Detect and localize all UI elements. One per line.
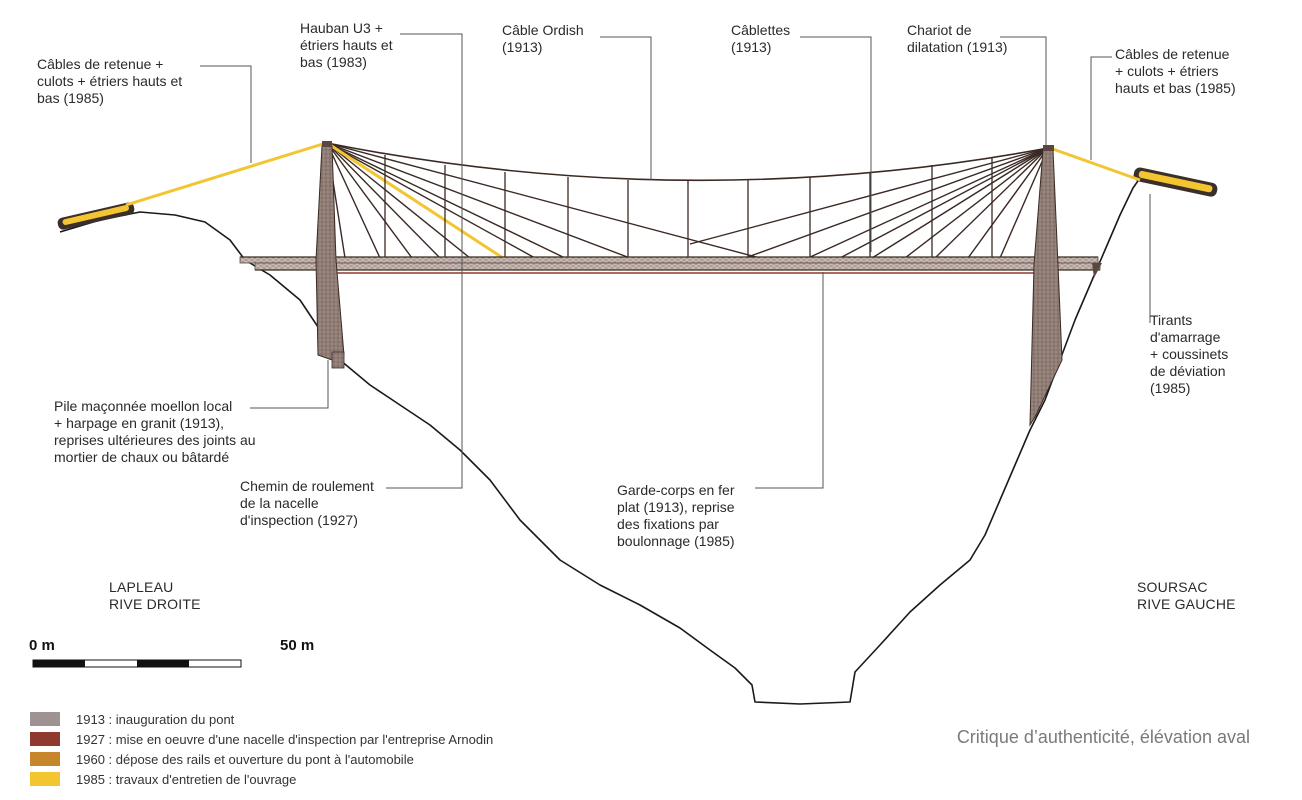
anchor-left <box>57 202 135 230</box>
legend-label: 1927 : mise en oeuvre d'une nacelle d'in… <box>76 731 494 747</box>
label-left-bank: LAPLEAU RIVE DROITE <box>109 579 201 612</box>
retaining-cable-left <box>125 141 327 207</box>
legend: 1913 : inauguration du pont 1927 : mise … <box>30 709 493 789</box>
scale-bar <box>32 659 242 668</box>
figure-caption: Critique d’authenticité, élévation aval <box>956 727 1250 747</box>
hangers <box>384 155 993 258</box>
label-right-bank: SOURSAC RIVE GAUCHE <box>1137 579 1236 612</box>
legend-item: 1985 : travaux d'entretien de l'ouvrage <box>30 769 493 789</box>
scale-end-label: 50 m <box>280 637 315 654</box>
pylon-left <box>315 141 345 369</box>
legend-swatch-1985 <box>30 772 60 786</box>
label-retaining-cables-left: Câbles de retenue + culots + étriers hau… <box>37 56 183 106</box>
label-chariot: Chariot de dilatation (1913) <box>907 22 1008 55</box>
anchor-right <box>1133 167 1218 197</box>
label-tirants: Tirants d'amarrage + coussinets de dévia… <box>1150 312 1229 396</box>
label-pile: Pile maçonnée moellon local + harpage en… <box>54 398 256 465</box>
legend-item: 1913 : inauguration du pont <box>30 709 493 729</box>
stays-right <box>689 147 1049 259</box>
legend-swatch-1960 <box>30 752 60 766</box>
ordish-main-cable <box>326 142 1049 182</box>
label-hauban-u3: Hauban U3 + étriers hauts et bas (1983) <box>300 20 393 70</box>
leader-lines <box>200 33 1151 489</box>
label-chemin: Chemin de roulement de la nacelle d'insp… <box>240 478 374 528</box>
legend-item: 1927 : mise en oeuvre d'une nacelle d'in… <box>30 729 493 749</box>
legend-swatch-1913 <box>30 712 60 726</box>
pylon-right <box>1029 145 1063 427</box>
label-retaining-cables-right: Câbles de retenue + culots + étriers hau… <box>1115 46 1236 96</box>
hauban-u3 <box>326 141 504 260</box>
label-cable-ordish: Câble Ordish (1913) <box>502 22 584 55</box>
label-cablettes: Câblettes (1913) <box>731 22 791 55</box>
legend-label: 1913 : inauguration du pont <box>76 711 235 727</box>
bridge-deck <box>239 256 1102 278</box>
valley-profile <box>59 177 1141 705</box>
retaining-cable-right <box>1049 146 1141 182</box>
scale-start-label: 0 m <box>29 637 55 654</box>
legend-swatch-1927 <box>30 732 60 746</box>
label-garde-corps: Garde-corps en fer plat (1913), reprise … <box>617 482 735 549</box>
stays-left <box>326 142 761 259</box>
legend-label: 1960 : dépose des rails et ouverture du … <box>76 751 414 767</box>
legend-item: 1960 : dépose des rails et ouverture du … <box>30 749 493 769</box>
legend-label: 1985 : travaux d'entretien de l'ouvrage <box>76 771 297 787</box>
